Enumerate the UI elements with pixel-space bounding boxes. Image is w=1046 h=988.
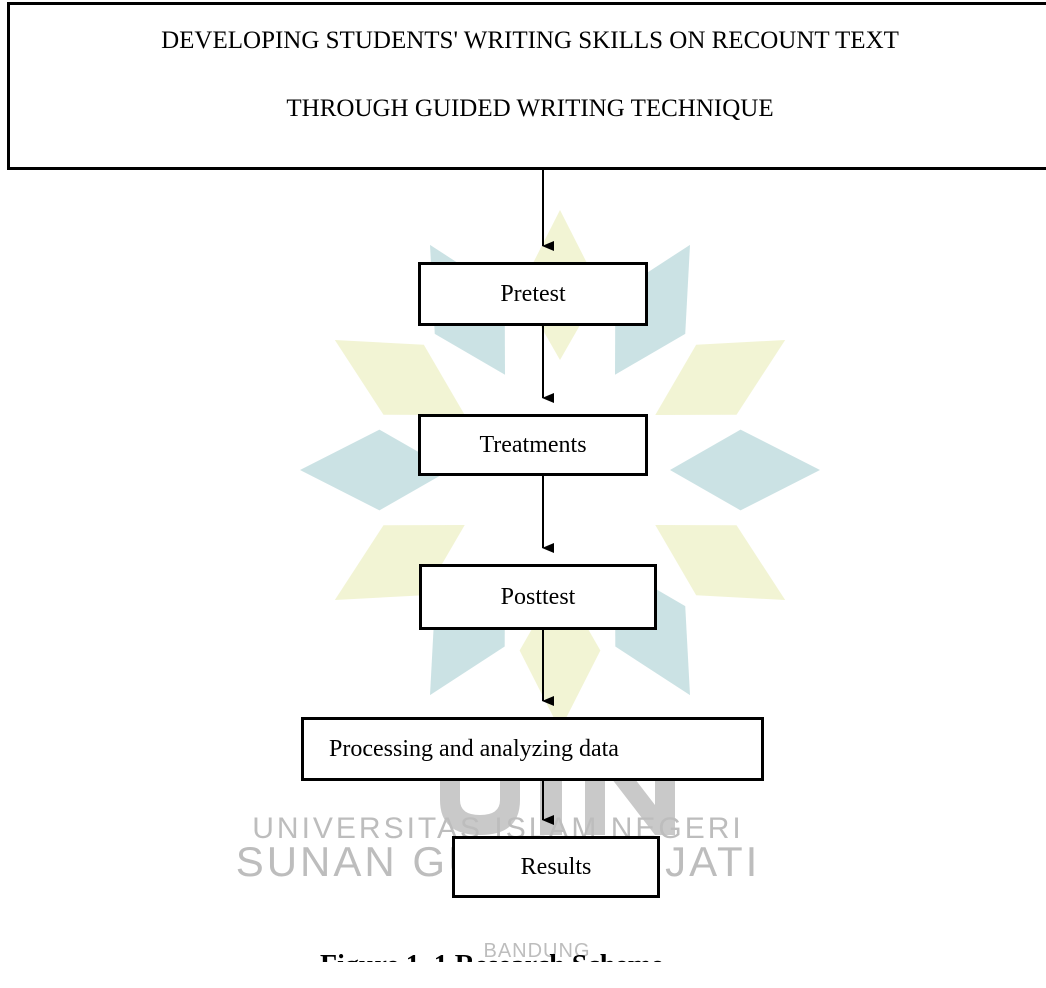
title-line-2: THROUGH GUIDED WRITING TECHNIQUE	[286, 95, 774, 122]
watermark-petal	[334, 525, 465, 600]
watermark-petal	[655, 340, 786, 415]
step-label: Processing and analyzing data	[329, 735, 619, 762]
step-label: Posttest	[500, 583, 576, 610]
step-label: Results	[520, 853, 592, 880]
title-box: DEVELOPING STUDENTS' WRITING SKILLS ON R…	[7, 2, 1046, 170]
step-box-posttest: Posttest	[419, 564, 657, 630]
step-box-treatments: Treatments	[418, 414, 648, 476]
step-label: Pretest	[500, 280, 566, 307]
caption-crop-mask	[315, 962, 795, 988]
title-line-1: DEVELOPING STUDENTS' WRITING SKILLS ON R…	[161, 27, 899, 54]
watermark-petal	[670, 429, 820, 511]
watermark-text-bandung: BANDUNG	[483, 940, 591, 962]
watermark-petal	[334, 340, 465, 415]
watermark-petal	[615, 244, 690, 375]
step-label: Treatments	[479, 431, 587, 458]
watermark-petal	[300, 429, 450, 511]
step-box-results: Results	[452, 836, 660, 898]
watermark-petal	[655, 525, 786, 600]
step-box-processing: Processing and analyzing data	[301, 717, 764, 781]
step-box-pretest: Pretest	[418, 262, 648, 326]
